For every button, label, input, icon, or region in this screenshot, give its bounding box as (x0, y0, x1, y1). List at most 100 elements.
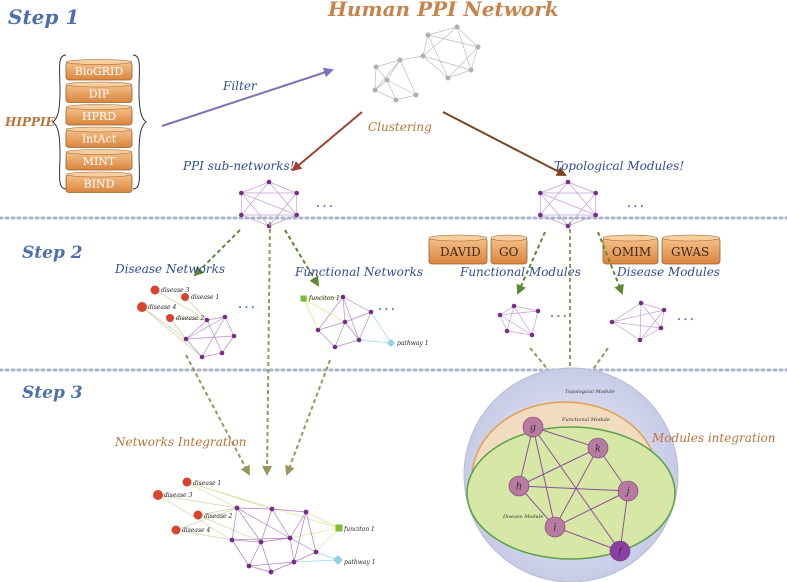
graph-edge (499, 314, 508, 332)
graph-node (342, 319, 348, 325)
graph-edge (175, 507, 238, 531)
graph-edge (374, 59, 401, 91)
module-node-label: i (553, 523, 556, 534)
graph-edge (206, 319, 223, 354)
step-3-label: Step 3 (22, 383, 83, 403)
functional-module-label: Functional Module (561, 417, 610, 423)
graph-node (340, 294, 346, 300)
graph-node (535, 308, 541, 314)
database-label: IntAct (82, 133, 117, 146)
graph-edge (395, 94, 417, 101)
graph-edge (317, 296, 344, 331)
ppi-subnetworks-label: PPI sub-networks! (182, 159, 295, 173)
module-node-g (522, 416, 544, 438)
graph-node (294, 190, 300, 196)
graph-edge (201, 316, 226, 358)
filter-label: Filter (222, 79, 258, 93)
graph-edge (175, 529, 233, 541)
graph-edge (640, 302, 662, 329)
graph-edge (185, 316, 226, 340)
graph-node (373, 64, 379, 70)
graph-edge (231, 537, 291, 541)
graph-node (313, 549, 319, 555)
graph-edge (611, 309, 665, 323)
disease-module-label: Disease Module (502, 514, 543, 520)
graph-node (475, 44, 481, 50)
graph-edge (422, 55, 472, 71)
node-label: disease 3 (164, 492, 193, 499)
graph-node (468, 67, 474, 73)
graph-edge (427, 34, 479, 48)
fn-ellipsis: • • • (378, 306, 395, 314)
database-hprd: HPRD (65, 104, 133, 126)
graph-edge (268, 214, 297, 227)
graph-edge (224, 316, 235, 337)
graph-edge (540, 214, 569, 227)
graph-edge (456, 26, 479, 48)
graph-edge (303, 296, 344, 300)
graph-edge (289, 537, 295, 563)
graph-edge (184, 296, 208, 321)
graph-node (199, 354, 205, 360)
graph-edge (358, 339, 392, 344)
graph-node (565, 179, 571, 185)
graph-edge (270, 561, 295, 573)
graph-edge (157, 494, 238, 509)
graph-edge (531, 310, 539, 336)
graph-edge (506, 305, 515, 332)
graph-edge (334, 339, 360, 348)
graph-edge (185, 335, 235, 340)
graph-node (229, 537, 235, 543)
david-tag: DAVID (428, 234, 488, 265)
graph-node (183, 336, 189, 342)
ppi-to-integration-arrow (262, 221, 273, 476)
graph-edge (540, 181, 569, 194)
filter-arrow (161, 67, 334, 127)
dn-ellipsis: • • • (238, 304, 255, 312)
graph-node (219, 350, 225, 356)
human-ppi-network-title: Human PPI Network (327, 0, 559, 21)
graph-node (303, 509, 309, 515)
networks-integration-label: Networks Integration (114, 435, 246, 449)
graph-node (268, 569, 274, 575)
hippie-label: HIPPIE (4, 115, 56, 129)
graph-node (661, 307, 667, 313)
graph-node (153, 490, 163, 500)
graph-edge (567, 214, 596, 227)
graph-node (425, 32, 431, 38)
disease-networks-label: Disease Networks (114, 262, 225, 276)
graph-edge (374, 66, 377, 91)
node-label: funciton 1 (343, 526, 375, 533)
graph-edge (141, 306, 187, 340)
graph-node (454, 24, 460, 30)
graph-node (658, 325, 664, 331)
graph-edge (293, 559, 339, 563)
functional-modules-graph (497, 303, 541, 338)
graph-edge (456, 26, 472, 71)
graph-edge (427, 34, 449, 79)
graph-node (222, 314, 228, 320)
module-edge (518, 485, 629, 492)
disease-label: disease 2 (176, 315, 205, 322)
graph-edge (186, 481, 340, 529)
database-label: BIND (84, 178, 115, 191)
graph-edge (236, 507, 291, 539)
disease-module-ellipse (466, 426, 676, 560)
left-brace (52, 54, 67, 190)
graph-node (537, 212, 543, 218)
graph-node (137, 302, 147, 312)
graph-edge (141, 306, 203, 358)
functional-modules-label: Functional Modules (459, 265, 581, 279)
graph-edge (260, 508, 273, 543)
module-node-j (617, 480, 639, 502)
graph-edge (640, 302, 665, 311)
graph-edge (315, 527, 340, 553)
module-node-label: f (617, 547, 624, 558)
module-edge (532, 426, 599, 449)
arrow-to-functional-networks (284, 229, 320, 287)
database-label: MINT (83, 155, 116, 168)
graph-node (593, 190, 599, 196)
graph-node (511, 303, 517, 309)
graph-edge (236, 507, 262, 543)
